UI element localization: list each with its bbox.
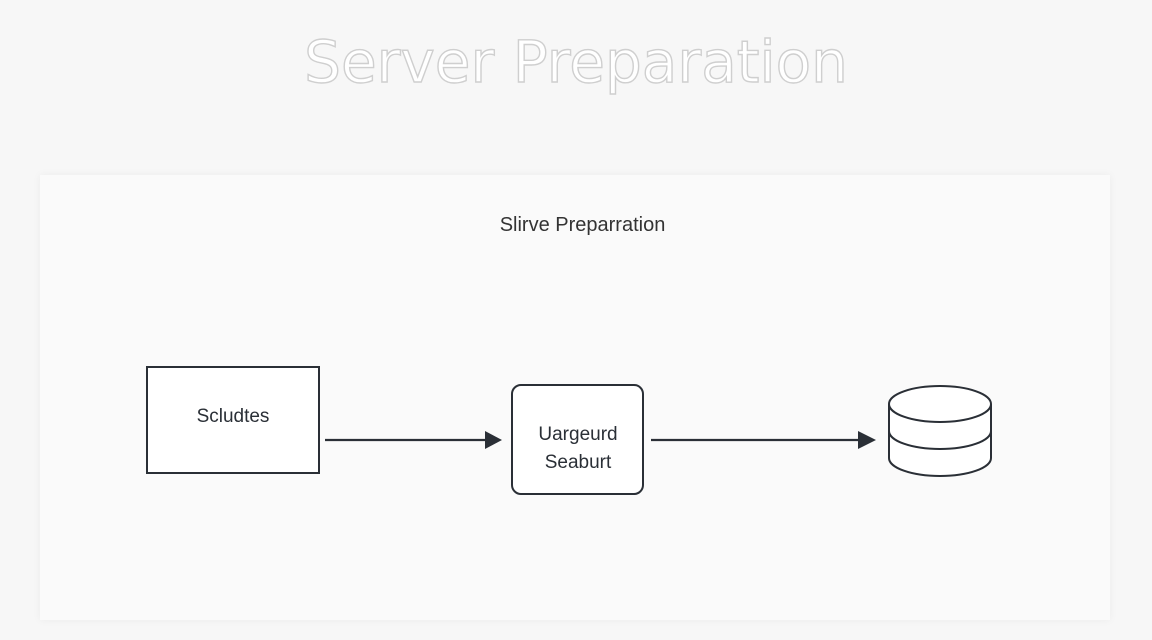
- arrowhead-icon: [485, 431, 502, 449]
- node-process-label-line2: Seaburt: [545, 452, 612, 473]
- page-title: Server Preparation: [303, 27, 848, 96]
- database-icon: [888, 385, 992, 477]
- node-source-label: Scludtes: [197, 406, 270, 427]
- arrowhead-icon: [858, 431, 876, 449]
- node-source: Scludtes: [146, 366, 320, 474]
- node-process: Uargeurd Seaburt: [511, 384, 644, 495]
- node-process-label-line1: Uargeurd: [538, 424, 617, 445]
- edge-process-to-storage: [651, 431, 876, 449]
- edge-source-to-process: [325, 431, 502, 449]
- diagram-subtitle: Slirve Preparration: [499, 214, 666, 236]
